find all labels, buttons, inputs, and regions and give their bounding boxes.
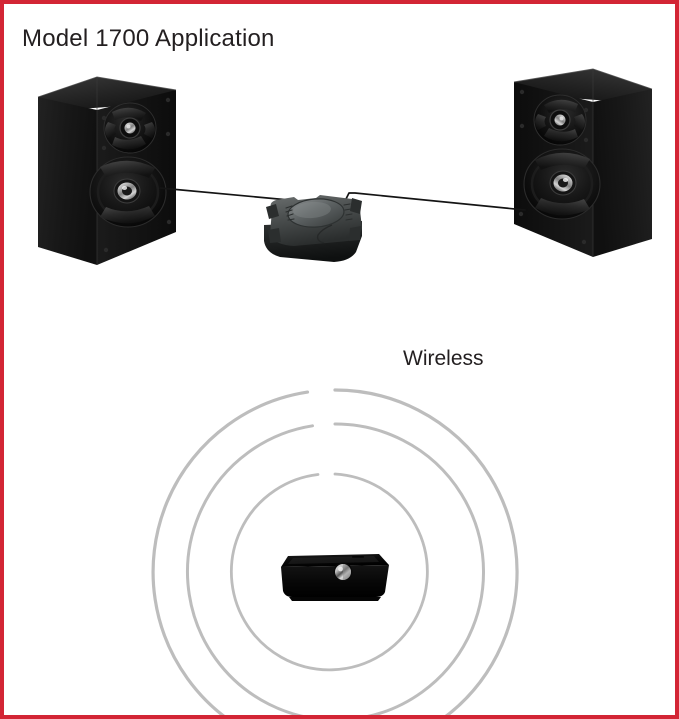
left-speaker-cabinet-side <box>38 97 97 265</box>
left-speaker-woofer <box>89 156 167 228</box>
signal-ring-outer <box>151 388 519 719</box>
left-bookshelf-speaker <box>37 76 177 265</box>
transmitter-corner-tabs <box>266 198 362 243</box>
right-speaker-tweeter <box>533 94 587 146</box>
right-speaker-cabinet-side <box>593 89 652 257</box>
cable-transmitter-to-right <box>342 192 526 211</box>
signal-ring-inner <box>230 472 429 672</box>
transmitter-top-panel <box>287 198 345 228</box>
receiver-knob-shading <box>343 564 351 580</box>
transmitter-vent-ridges-left <box>285 205 295 221</box>
receiver-knob-glint <box>338 566 343 572</box>
receiver-vent-slot <box>352 556 364 558</box>
wired-speaker-scene <box>37 68 653 265</box>
wireless-signal-rings <box>151 388 519 719</box>
right-bookshelf-speaker <box>513 68 653 257</box>
signal-ring-middle <box>186 422 486 719</box>
receiver-front-face <box>281 565 389 597</box>
transmitter-panel-highlight <box>293 201 331 219</box>
page-title: Model 1700 Application <box>22 25 275 52</box>
right-speaker-screws <box>518 89 589 245</box>
receiver-base-lip <box>289 597 381 601</box>
transmitter-module <box>264 195 362 262</box>
transmitter-vent-ridges-right <box>343 203 353 221</box>
wireless-receiver-box <box>281 554 389 601</box>
right-speaker-woofer <box>523 148 601 220</box>
left-speaker-screws <box>101 97 172 253</box>
receiver-top-highlight <box>288 556 379 564</box>
left-speaker-tweeter <box>103 102 157 154</box>
wireless-label: Wireless <box>403 347 484 370</box>
